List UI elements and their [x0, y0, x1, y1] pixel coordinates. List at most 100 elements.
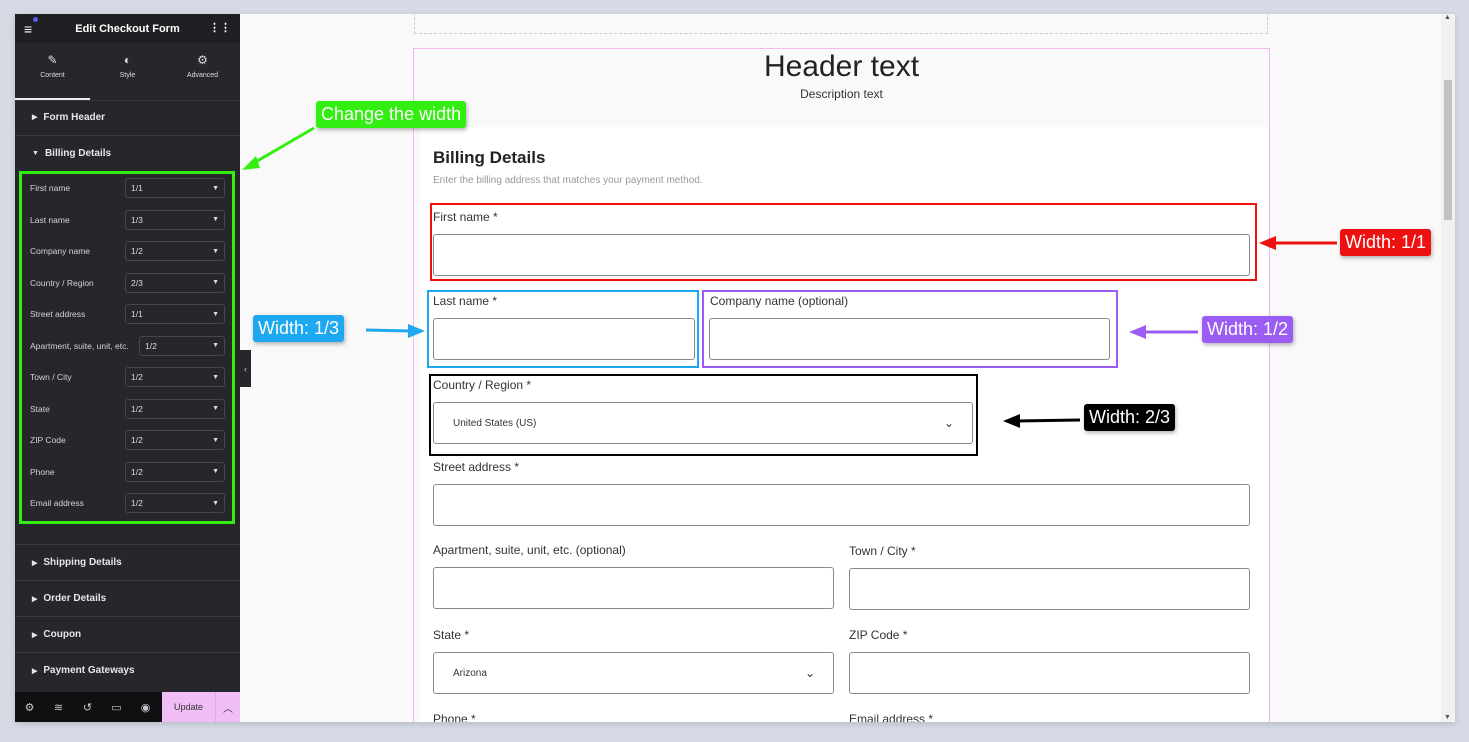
- form-header-text: Header text: [763, 50, 920, 83]
- field-width-select[interactable]: 1/2 ▼: [125, 493, 225, 513]
- black-arrow: [1003, 414, 1081, 428]
- width-1-2-note: Width: 1/2: [1202, 316, 1294, 343]
- caret-right-icon: ▶: [32, 667, 38, 675]
- section-payment-gateways[interactable]: ▶Payment Gateways: [15, 652, 240, 688]
- width-value: 1/2: [131, 372, 143, 382]
- caret-down-icon: ▼: [212, 342, 219, 349]
- section-billing-details[interactable]: ▼Billing Details: [15, 135, 240, 171]
- apartment-input[interactable]: [433, 567, 834, 609]
- hamburger-menu-icon[interactable]: ≡: [24, 21, 33, 37]
- caret-right-icon: ▶: [32, 559, 38, 567]
- street-address-label: Street address *: [433, 460, 520, 474]
- town-city-input[interactable]: [849, 568, 1250, 610]
- editor-window: ≡ Edit Checkout Form ⋮⋮ ✎Content ◐Style …: [15, 14, 1455, 722]
- section-shipping-details[interactable]: ▶Shipping Details: [15, 544, 240, 580]
- country-select[interactable]: United States (US) ⌄: [433, 402, 973, 444]
- section-coupon[interactable]: ▶ Coupon: [15, 616, 240, 652]
- company-name-label: Company name (optional): [710, 294, 849, 308]
- form-description-text: Description text: [800, 87, 883, 101]
- checkout-form-widget[interactable]: [413, 48, 1270, 722]
- responsive-icon[interactable]: ▭: [111, 701, 122, 714]
- state-select[interactable]: Arizona⌄: [433, 652, 834, 694]
- scroll-up-arrow-icon[interactable]: ▲: [1444, 14, 1451, 21]
- first-name-label: First name *: [433, 210, 498, 224]
- blue-arrow: [365, 324, 425, 338]
- field-width-select[interactable]: 1/3▼: [125, 209, 225, 230]
- settings-icon[interactable]: ⚙: [24, 701, 35, 714]
- caret-down-icon: ▼: [212, 373, 219, 381]
- billing-field-width-row: Company name 1/2▼: [30, 241, 225, 261]
- tab-style[interactable]: ◐ Style: [90, 43, 165, 99]
- company-name-input[interactable]: [709, 318, 1110, 360]
- panel-title: Edit Checkout Form: [75, 22, 180, 35]
- red-highlight-box: [430, 203, 1257, 281]
- change-width-note: Change the width: [316, 101, 467, 128]
- zip-code-label: ZIP Code *: [849, 628, 908, 642]
- field-width-select[interactable]: 1/1▼: [125, 304, 225, 324]
- scrollbar[interactable]: ▲ ▼: [1441, 14, 1455, 722]
- street-address-input[interactable]: [433, 484, 1250, 526]
- section-label: Order Details: [43, 593, 107, 604]
- grid-apps-icon[interactable]: ⋮⋮: [209, 22, 231, 34]
- field-width-select[interactable]: 1/2▼: [139, 335, 225, 356]
- width-value: 1/2: [131, 403, 143, 414]
- purple-arrow: [1129, 325, 1198, 339]
- field-label: Email address: [30, 498, 84, 508]
- section-label: Form Header: [43, 111, 106, 123]
- section-form-header[interactable]: ▶Form Header: [15, 99, 240, 135]
- zip-code-input[interactable]: [849, 652, 1250, 694]
- field-width-select[interactable]: 2/3▼: [125, 272, 225, 293]
- caret-down-icon: ▼: [212, 436, 219, 444]
- collapse-panel-toggle[interactable]: ‹: [240, 350, 251, 387]
- update-button[interactable]: Update: [162, 692, 215, 722]
- caret-down-icon: ▼: [212, 310, 219, 318]
- green-highlight-box: [19, 171, 235, 524]
- caret-down-icon: ▼: [212, 499, 219, 507]
- history-icon[interactable]: ↺: [82, 701, 93, 714]
- tab-advanced[interactable]: ⚙Advanced: [165, 43, 240, 99]
- chevron-up-icon[interactable]: ︿: [215, 692, 240, 722]
- contrast-icon: ◐: [123, 53, 132, 67]
- caret-down-icon: ▼: [212, 216, 219, 223]
- country-label: Country / Region *: [433, 378, 532, 392]
- field-width-select[interactable]: 1/2▼: [125, 398, 225, 419]
- country-value: United States (US): [453, 417, 537, 429]
- field-width-select[interactable]: 1/2 ▼: [125, 430, 225, 450]
- width-value: 1/2: [131, 498, 143, 508]
- phone-label: Phone *: [433, 712, 476, 722]
- apartment-label: Apartment, suite, unit, etc. (optional): [433, 543, 626, 557]
- tab-label: Style: [119, 72, 136, 79]
- scrollbar-thumb[interactable]: [1444, 80, 1452, 220]
- section-order-details[interactable]: ▶Order Details: [15, 580, 240, 616]
- width-2-3-note: Width: 2/3: [1084, 404, 1176, 431]
- field-label: Company name: [30, 246, 91, 256]
- chevron-down-icon: ⌄: [943, 416, 954, 430]
- billing-field-width-row: Phone 1/2▼: [30, 461, 225, 482]
- caret-right-icon: ▶: [32, 631, 38, 639]
- field-width-select[interactable]: 1/1▼: [125, 178, 225, 198]
- field-width-select[interactable]: 1/2▼: [125, 241, 225, 261]
- field-width-select[interactable]: 1/2 ▼: [125, 367, 225, 387]
- divider: [15, 100, 240, 101]
- field-width-select[interactable]: 1/2▼: [125, 461, 225, 482]
- layers-icon[interactable]: ≋: [53, 701, 64, 714]
- panel-footer: ⚙ ≋ ↺ ▭ ◉ Update ︿: [15, 692, 240, 722]
- tab-content[interactable]: ✎Content: [15, 43, 90, 99]
- field-label: Phone: [30, 466, 55, 477]
- last-name-input[interactable]: [433, 318, 695, 360]
- section-label: Coupon: [43, 629, 82, 640]
- first-name-input[interactable]: [433, 234, 1250, 276]
- tab-label: Advanced: [186, 72, 219, 79]
- active-tab-indicator: [15, 98, 90, 100]
- state-label: State *: [433, 628, 470, 642]
- width-value: 1/2: [131, 435, 143, 445]
- preview-eye-icon[interactable]: ◉: [140, 701, 151, 714]
- scroll-down-arrow-icon[interactable]: ▼: [1444, 714, 1451, 721]
- green-arrow: [242, 126, 315, 170]
